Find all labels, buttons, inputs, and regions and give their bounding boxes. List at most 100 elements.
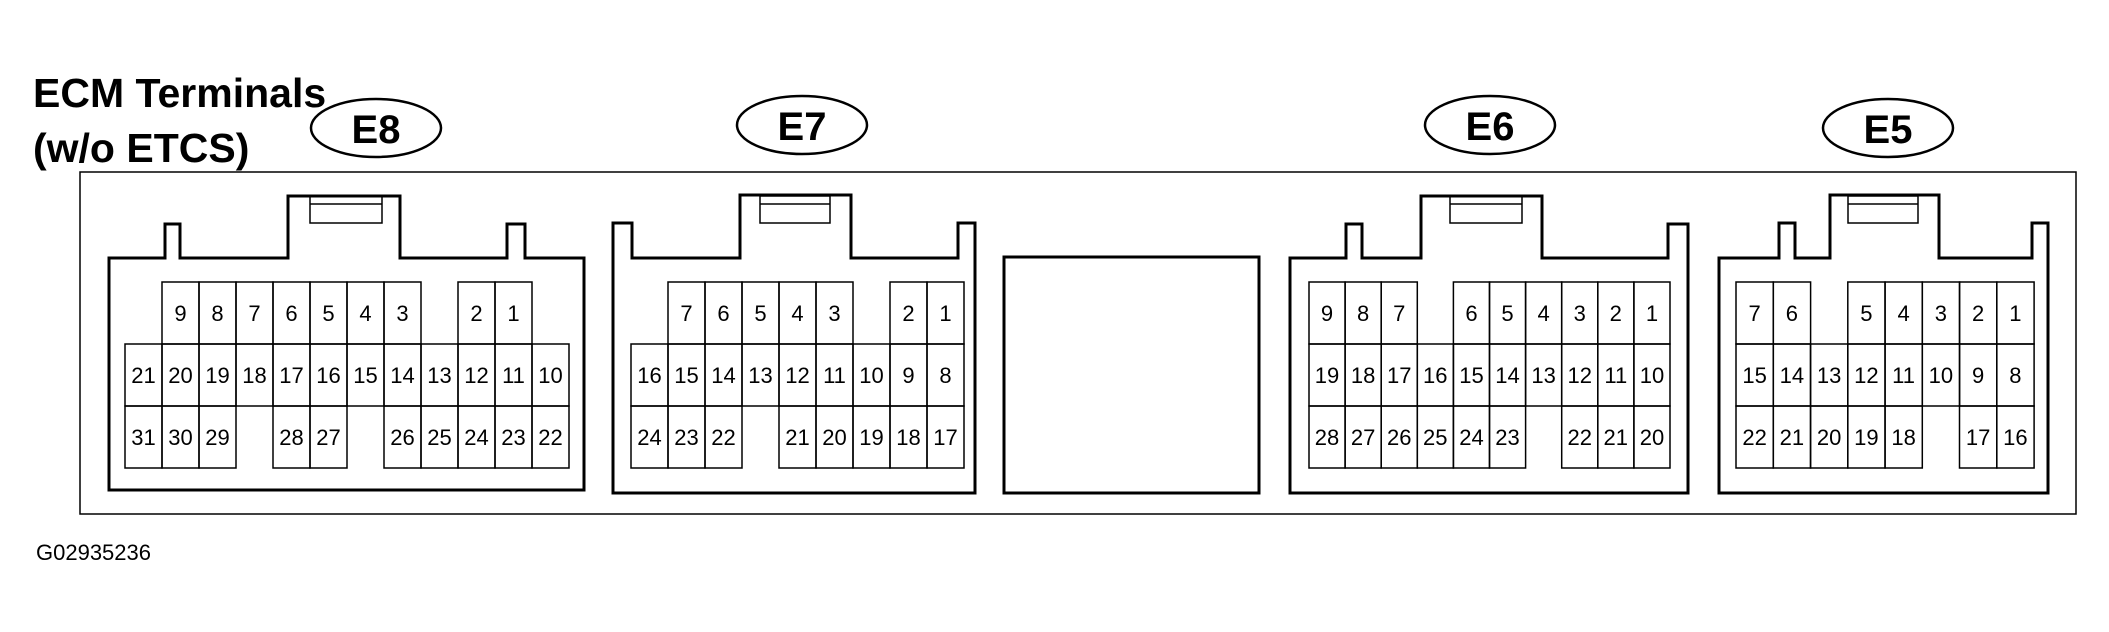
pin-number: 28 [1315,425,1339,450]
figure-id: G02935236 [36,540,151,565]
pin-number: 22 [538,425,562,450]
pin-number: 31 [131,425,155,450]
pin-number: 14 [1780,363,1804,388]
pin-number: 12 [1568,363,1592,388]
pin-number: 8 [211,301,223,326]
pin-number: 3 [1574,301,1586,326]
pin-cell [531,405,570,469]
connector-e8-label: E8 [352,108,401,152]
pin-number: 16 [316,363,340,388]
pin-number: 2 [1610,301,1622,326]
pin-number: 27 [1351,425,1375,450]
center-blank-connector [1002,255,1261,495]
pin-number: 15 [674,363,698,388]
pin-number: 5 [754,301,766,326]
pin-number: 20 [168,363,192,388]
connector-e5-label: E5 [1864,108,1913,152]
pin-number: 19 [859,425,883,450]
pin-number: 25 [427,425,451,450]
connector-e6-label: E6 [1466,105,1515,149]
pin-number: 15 [353,363,377,388]
pin-number: 3 [1935,301,1947,326]
pin-number: 6 [1465,301,1477,326]
pin-number: 21 [785,425,809,450]
pin-number: 17 [1966,425,1990,450]
pin-number: 18 [1891,425,1915,450]
pin-number: 23 [674,425,698,450]
pin-number: 1 [939,301,951,326]
connector-e5-housing [1717,193,2050,495]
pin-number: 4 [359,301,371,326]
pin-number: 2 [470,301,482,326]
pin-number: 12 [1854,363,1878,388]
pin-number: 7 [248,301,260,326]
pin-number: 10 [538,363,562,388]
pin-number: 14 [1495,363,1519,388]
connector-e7-lock-tab [759,195,831,224]
pin-number: 20 [1817,425,1841,450]
pin-number: 21 [1604,425,1628,450]
pin-number: 5 [1860,301,1872,326]
pin-cell [1633,405,1671,469]
pin-number: 8 [1357,301,1369,326]
pin-number: 11 [823,363,846,388]
connector-e5-label-ellipse [1821,97,1955,159]
pin-number: 7 [680,301,692,326]
pin-cell [1996,405,2035,469]
pin-number: 19 [1854,425,1878,450]
pin-number: 10 [1929,363,1953,388]
pin-number: 17 [1387,363,1411,388]
pin-number: 4 [791,301,803,326]
pin-cell [926,405,965,469]
pin-number: 1 [2009,301,2021,326]
pin-number: 8 [939,363,951,388]
connector-e8-label-ellipse [309,97,443,159]
pin-number: 14 [390,363,414,388]
pin-number: 26 [390,425,414,450]
pin-number: 10 [859,363,883,388]
pin-cell [309,405,348,469]
pin-number: 15 [1742,363,1766,388]
connector-e5-lock-tab [1847,195,1919,224]
pin-number: 18 [1351,363,1375,388]
pin-number: 5 [1501,301,1513,326]
connector-e7-housing [611,193,977,495]
pin-number: 21 [1780,425,1804,450]
pin-number: 22 [711,425,735,450]
pin-number: 20 [822,425,846,450]
pin-number: 25 [1423,425,1447,450]
pin-number: 1 [1646,301,1658,326]
pin-number: 18 [896,425,920,450]
pin-number: 9 [174,301,186,326]
pin-number: 9 [1321,301,1333,326]
pin-number: 19 [1315,363,1339,388]
pin-number: 19 [205,363,229,388]
pin-number: 2 [902,301,914,326]
pin-number: 10 [1640,363,1664,388]
pin-number: 9 [1972,363,1984,388]
connector-e6-label-ellipse [1423,94,1557,156]
pin-number: 21 [131,363,155,388]
pin-number: 3 [396,301,408,326]
pin-number: 6 [285,301,297,326]
pin-cell [1488,405,1527,469]
pin-number: 20 [1640,425,1664,450]
pin-cell [704,405,743,469]
diagram-title-line-2: (w/o ETCS) [33,125,249,171]
pin-cell [198,405,237,469]
pin-number: 17 [279,363,303,388]
pin-number: 16 [1423,363,1447,388]
pin-number: 27 [316,425,340,450]
pin-number: 23 [1495,425,1519,450]
connector-e8-lock-tab [309,195,383,224]
diagram-title-line-1: ECM Terminals [33,70,326,116]
pin-number: 26 [1387,425,1411,450]
pin-number: 14 [711,363,735,388]
pin-number: 11 [502,363,525,388]
connector-e6-lock-tab [1449,195,1523,224]
pin-number: 29 [205,425,229,450]
pin-number: 5 [322,301,334,326]
